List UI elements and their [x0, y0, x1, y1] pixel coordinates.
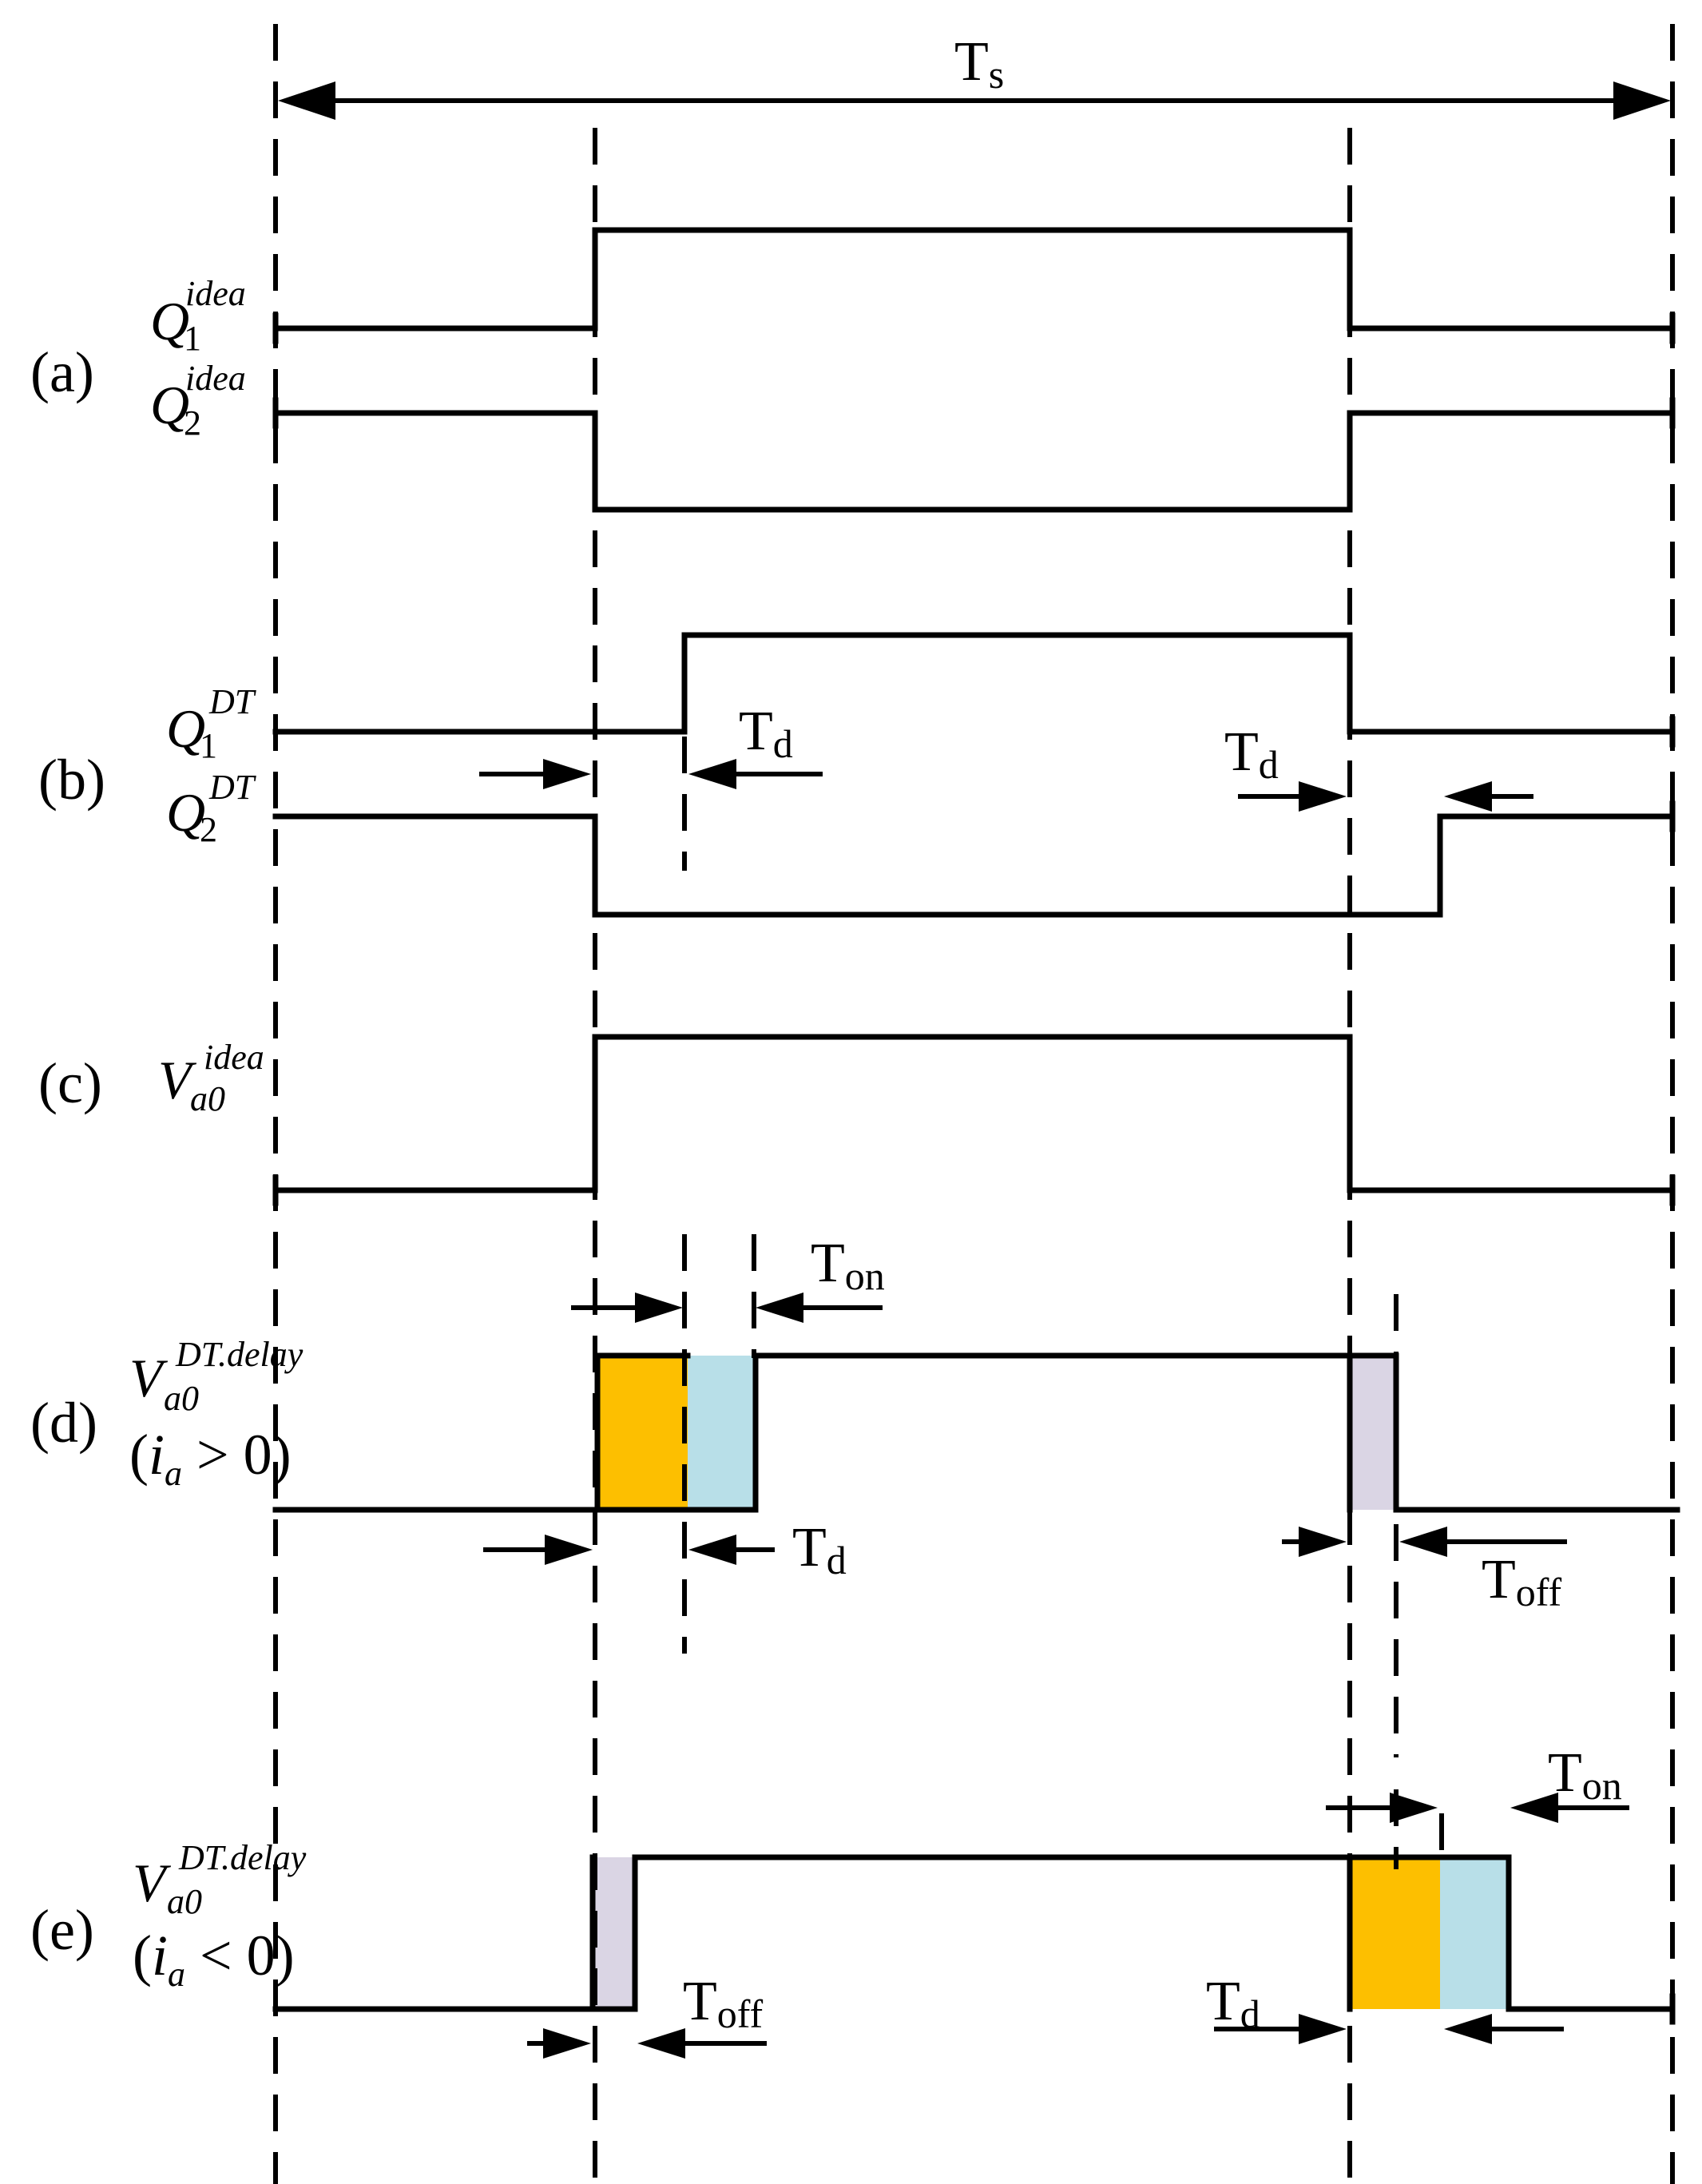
d-ton-out-head	[756, 1293, 803, 1323]
svg-text:Q: Q	[166, 782, 205, 843]
svg-text:idea: idea	[185, 359, 246, 398]
e-turn-on-region	[1440, 1857, 1509, 2009]
d-deadtime-outline	[594, 1352, 691, 1513]
d-toff-in-head	[1299, 1527, 1347, 1557]
svg-text:a0: a0	[190, 1079, 225, 1118]
e-td-out-head	[1444, 2014, 1492, 2044]
e-ton-label: Ton	[1548, 1742, 1622, 1808]
row-tag-d: (d)	[30, 1391, 97, 1455]
period-arrow-right-head	[1613, 81, 1671, 120]
svg-text:1: 1	[184, 319, 201, 358]
e-ton-in-head	[1390, 1793, 1438, 1823]
svg-text:DT.delay: DT.delay	[178, 1838, 307, 1877]
b-q1-dt-wave	[272, 632, 1676, 735]
d-current-condition: (ia > 0)	[129, 1423, 292, 1493]
a-q1-label: Q 1 idea	[150, 274, 246, 358]
e-toff-in-head	[543, 2028, 591, 2059]
svg-text:Q: Q	[150, 375, 189, 435]
svg-text:Q: Q	[166, 698, 205, 759]
d-td-label: Td	[792, 1517, 847, 1582]
svg-text:DT: DT	[208, 768, 257, 807]
b-td-right-out-head	[1444, 781, 1492, 812]
row-tag-e: (e)	[30, 1898, 94, 1962]
row-tag-c: (c)	[38, 1051, 102, 1115]
svg-text:V: V	[129, 1348, 169, 1408]
svg-text:Q: Q	[150, 291, 189, 351]
c-va0-ideal-wave	[272, 1034, 1676, 1193]
c-va0-label: V a0 idea	[158, 1038, 264, 1118]
d-deadtime-region	[597, 1356, 688, 1510]
svg-text:1: 1	[200, 726, 217, 765]
d-td-out-head	[688, 1535, 736, 1565]
b-q2-dt-wave	[272, 813, 1676, 918]
d-ton-in-head	[635, 1293, 683, 1323]
period-arrow-left-head	[278, 81, 335, 120]
svg-text:a0: a0	[167, 1882, 202, 1921]
a-q2-label: Q 2 idea	[150, 359, 246, 443]
d-turn-off-region	[1350, 1356, 1394, 1510]
e-toff-label: Toff	[683, 1971, 764, 2036]
svg-text:idea: idea	[204, 1038, 264, 1077]
d-turn-on-region	[688, 1356, 756, 1510]
e-toff-out-head	[637, 2028, 685, 2059]
e-va0-dt-delay-wave	[272, 1854, 1676, 2012]
svg-text:a0: a0	[164, 1379, 199, 1418]
e-deadtime-region	[1350, 1857, 1440, 2009]
e-turn-off-region	[593, 1857, 635, 2009]
a-q2-ideal-wave	[272, 410, 1676, 513]
svg-text:DT.delay: DT.delay	[175, 1335, 304, 1374]
svg-text:2: 2	[200, 810, 217, 849]
d-toff-label: Toff	[1482, 1549, 1562, 1614]
svg-text:V: V	[133, 1852, 172, 1913]
b-td-left-out-head	[688, 759, 736, 789]
b-td-left-label: Td	[739, 701, 793, 766]
d-va0-dt-delay-wave	[272, 1352, 1680, 1513]
row-tag-b: (b)	[38, 748, 105, 812]
b-td-right-in-head	[1299, 781, 1347, 812]
svg-text:V: V	[158, 1050, 197, 1110]
d-td-in-head	[545, 1535, 593, 1565]
svg-text:DT: DT	[208, 682, 257, 721]
e-td-label: Td	[1206, 1971, 1260, 2036]
b-td-right-label: Td	[1224, 721, 1279, 787]
period-label: Ts	[954, 31, 1004, 97]
d-toff-out-head	[1399, 1527, 1447, 1557]
b-td-left-in-head	[543, 759, 591, 789]
e-va0-label: V a0 DT.delay	[133, 1838, 307, 1921]
b-q1-label: Q 1 DT	[166, 682, 257, 765]
b-q2-label: Q 2 DT	[166, 768, 257, 849]
svg-text:2: 2	[184, 403, 201, 443]
d-ton-label: Ton	[811, 1233, 885, 1298]
e-current-condition: (ia < 0)	[133, 1924, 295, 1994]
e-td-in-head	[1299, 2014, 1347, 2044]
row-tag-a: (a)	[30, 340, 94, 404]
d-va0-label: V a0 DT.delay	[129, 1335, 304, 1418]
e-ton-out-head	[1510, 1793, 1558, 1823]
a-q1-ideal-wave	[272, 227, 1676, 332]
svg-text:idea: idea	[185, 274, 246, 313]
